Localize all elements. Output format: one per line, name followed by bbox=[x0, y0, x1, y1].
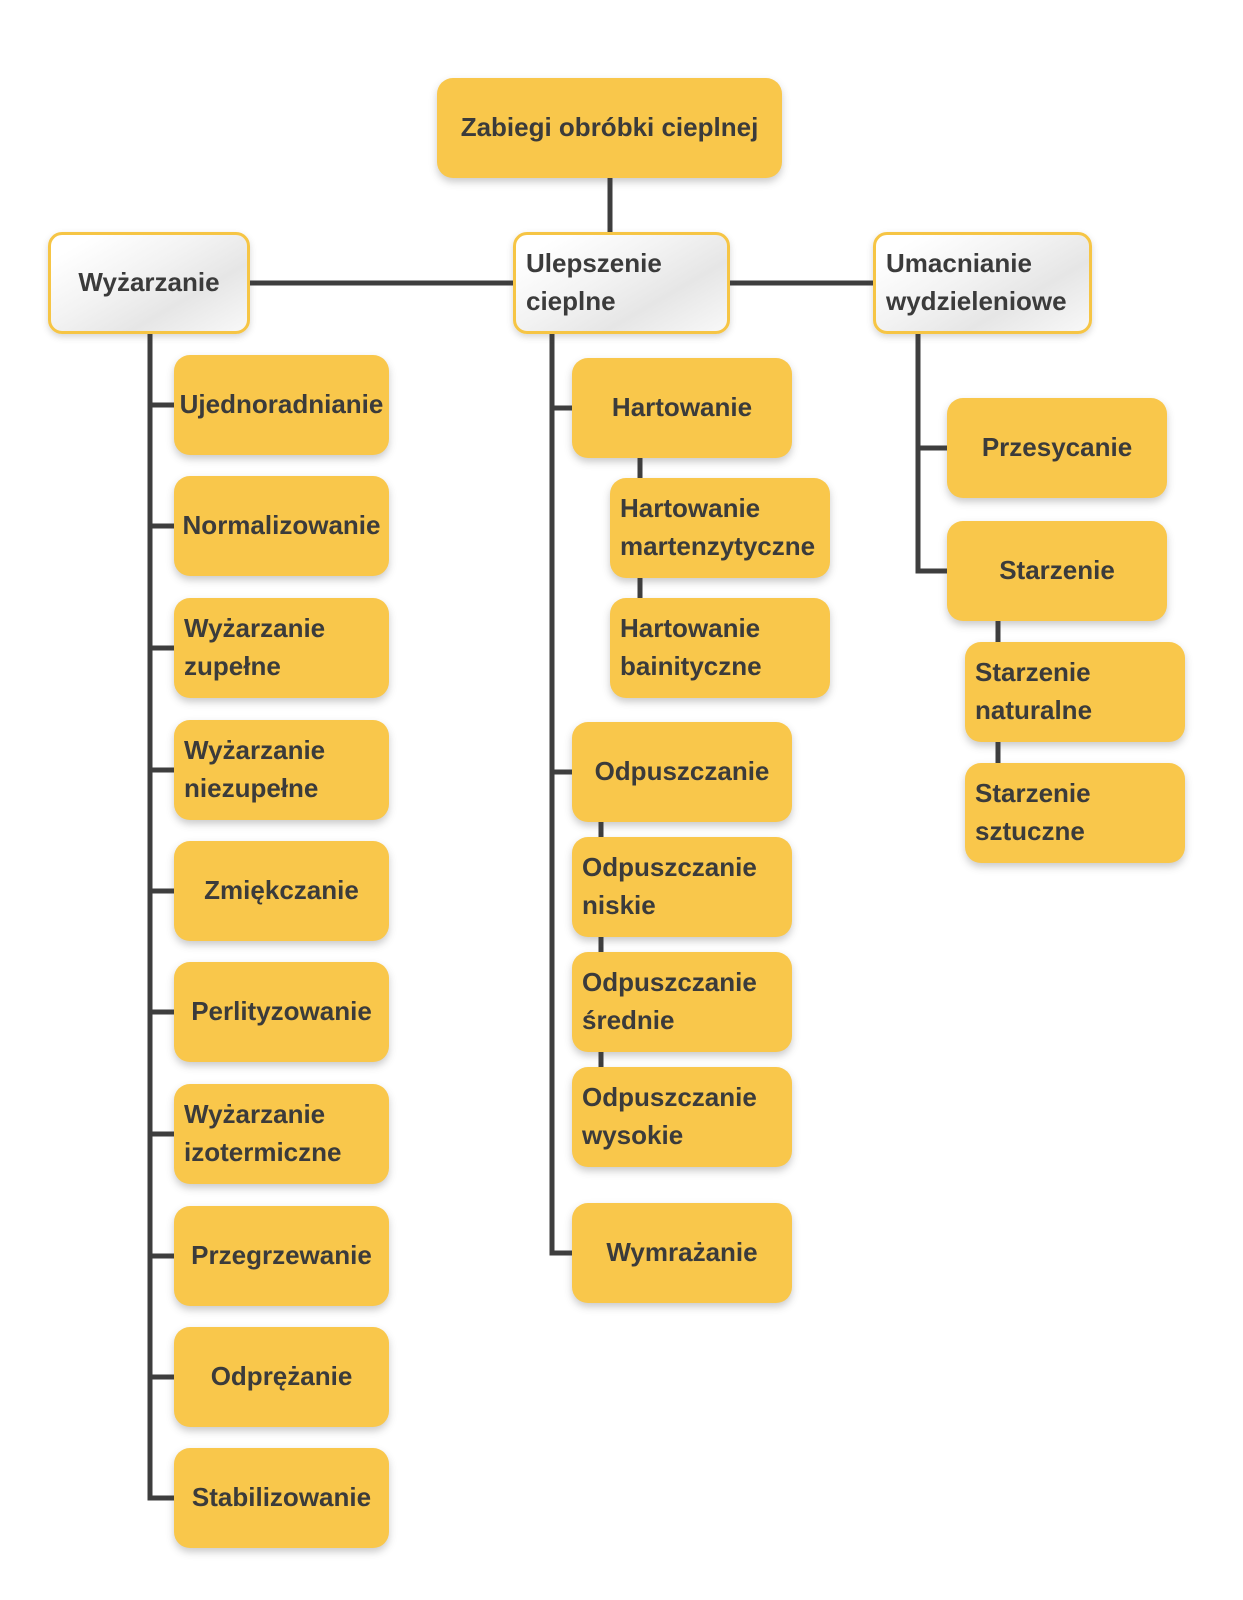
node-label: Zabiegi obróbki cieplnej bbox=[460, 112, 759, 143]
node-label: Starzenie bbox=[999, 555, 1115, 586]
node-odpuszczanie-srednie: Odpuszczanie średnie bbox=[572, 952, 792, 1052]
node-wyzarzanie-niezupelne: Wyżarzanie niezupełne bbox=[174, 720, 389, 820]
node-label: Wymrażanie bbox=[606, 1237, 758, 1268]
node-perlityzowanie: Perlityzowanie bbox=[174, 962, 389, 1062]
node-label: Odpuszczanie bbox=[594, 756, 770, 787]
node-wymrazanie: Wymrażanie bbox=[572, 1203, 792, 1303]
node-ujednoradnianie: Ujednoradnianie bbox=[174, 355, 389, 455]
node-odpuszczanie-wysokie: Odpuszczanie wysokie bbox=[572, 1067, 792, 1167]
node-stabilizowanie: Stabilizowanie bbox=[174, 1448, 389, 1548]
node-label: Odprężanie bbox=[210, 1361, 353, 1392]
node-label: Hartowanie martenzytyczne bbox=[620, 493, 816, 561]
node-przegrzewanie: Przegrzewanie bbox=[174, 1206, 389, 1306]
node-przesycanie: Przesycanie bbox=[947, 398, 1167, 498]
node-label: Perlityzowanie bbox=[191, 996, 372, 1027]
node-hartowanie-bainityczne: Hartowanie bainityczne bbox=[610, 598, 830, 698]
node-hartowanie-martenzytyczne: Hartowanie martenzytyczne bbox=[610, 478, 830, 578]
connector-line bbox=[150, 402, 176, 1380]
node-zabiegi-obrobki-cieplnej: Zabiegi obróbki cieplnej bbox=[437, 78, 782, 178]
node-label: Odpuszczanie wysokie bbox=[582, 1082, 757, 1150]
node-normalizowanie: Normalizowanie bbox=[174, 476, 389, 576]
node-label: Normalizowanie bbox=[182, 510, 381, 541]
node-odpuszczanie-niskie: Odpuszczanie niskie bbox=[572, 837, 792, 937]
node-label: Stabilizowanie bbox=[191, 1482, 372, 1513]
connector-line bbox=[552, 405, 574, 775]
node-label: Ulepszenie cieplne bbox=[526, 248, 662, 316]
node-label: Wyżarzanie bbox=[78, 267, 220, 298]
node-wyzarzanie: Wyżarzanie bbox=[48, 232, 250, 334]
connector-line bbox=[549, 332, 574, 1256]
connector-line bbox=[915, 332, 949, 574]
node-label: Wyżarzanie zupełne bbox=[184, 613, 326, 681]
node-ulepszenie-cieplne: Ulepszenie cieplne bbox=[513, 232, 730, 334]
node-starzenie: Starzenie bbox=[947, 521, 1167, 621]
connector-line bbox=[147, 332, 176, 1501]
node-label: Odpuszczanie niskie bbox=[582, 852, 757, 920]
node-wyzarzanie-zupelne: Wyżarzanie zupełne bbox=[174, 598, 389, 698]
node-starzenie-naturalne: Starzenie naturalne bbox=[965, 642, 1185, 742]
node-starzenie-sztuczne: Starzenie sztuczne bbox=[965, 763, 1185, 863]
node-label: Hartowanie bainityczne bbox=[620, 613, 762, 681]
node-odpuszczanie: Odpuszczanie bbox=[572, 722, 792, 822]
node-label: Przesycanie bbox=[981, 432, 1133, 463]
node-odprezanie: Odprężanie bbox=[174, 1327, 389, 1427]
node-label: Hartowanie bbox=[611, 392, 753, 423]
node-zmiekczanie: Zmiękczanie bbox=[174, 841, 389, 941]
node-umacnianie-wydzieleniowe: Umacnianie wydzieleniowe bbox=[873, 232, 1092, 334]
node-label: Odpuszczanie średnie bbox=[582, 967, 757, 1035]
node-wyzarzanie-izotermiczne: Wyżarzanie izotermiczne bbox=[174, 1084, 389, 1184]
node-label: Starzenie naturalne bbox=[975, 657, 1093, 725]
node-label: Umacnianie wydzieleniowe bbox=[886, 248, 1067, 316]
node-label: Przegrzewanie bbox=[191, 1240, 372, 1271]
node-label: Wyżarzanie niezupełne bbox=[184, 735, 326, 803]
node-label: Wyżarzanie izotermiczne bbox=[184, 1099, 342, 1167]
node-hartowanie: Hartowanie bbox=[572, 358, 792, 458]
node-label: Ujednoradnianie bbox=[179, 389, 384, 420]
node-label: Starzenie sztuczne bbox=[975, 778, 1091, 846]
node-label: Zmiękczanie bbox=[204, 875, 359, 906]
